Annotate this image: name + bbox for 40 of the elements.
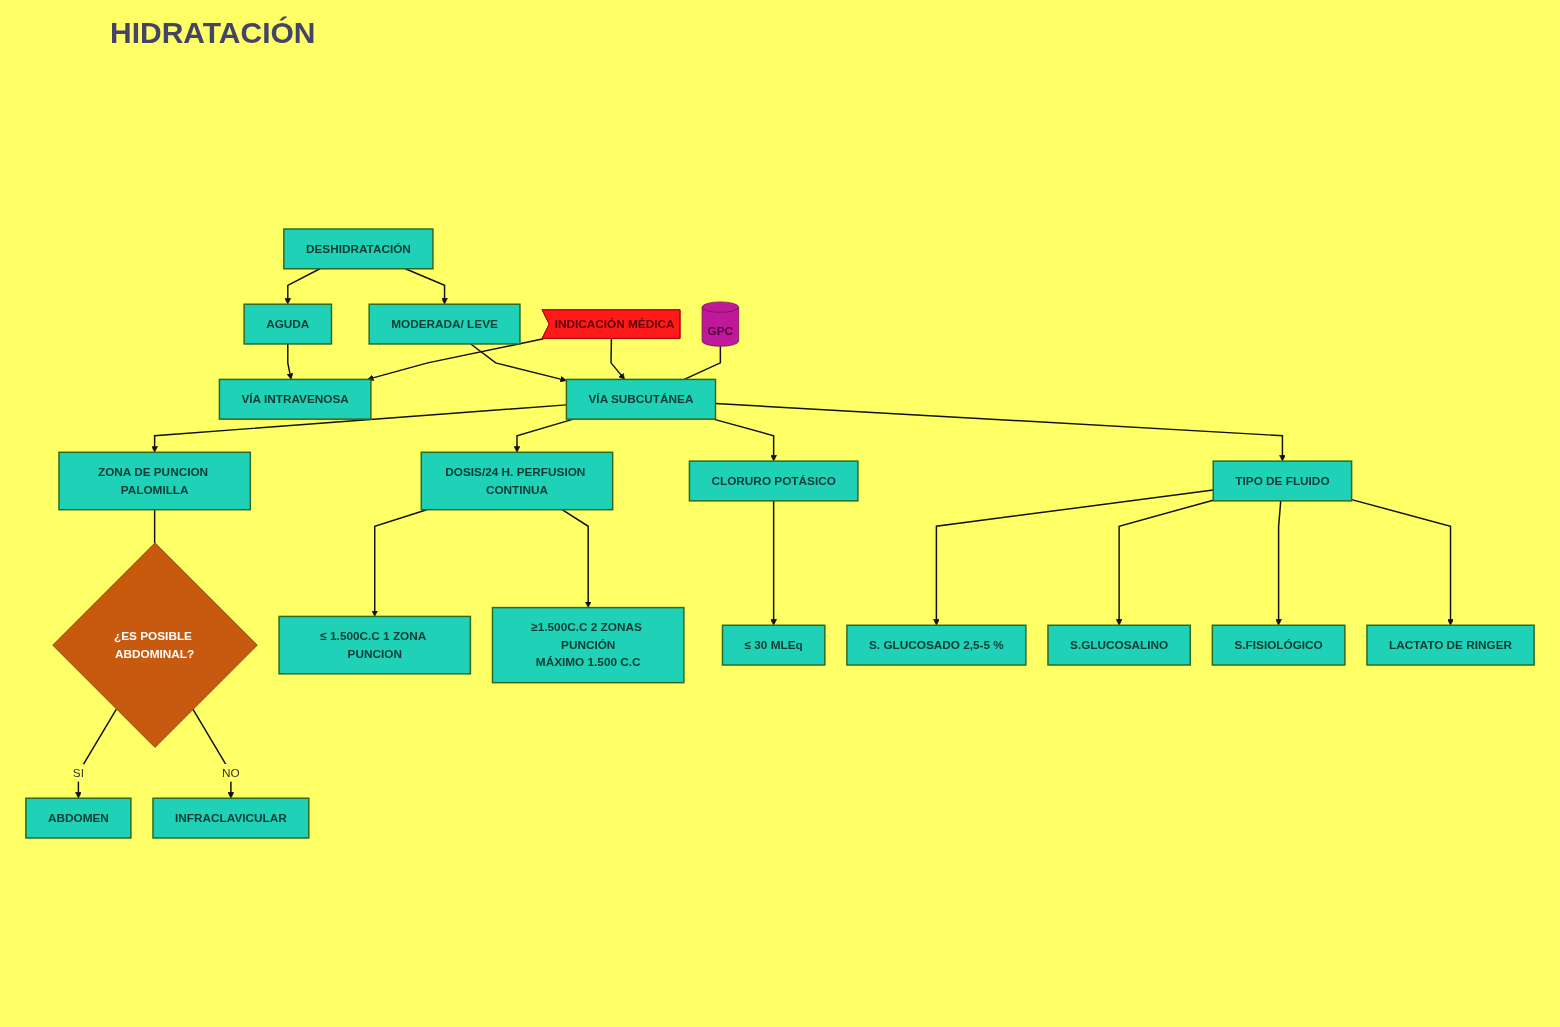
- node-box: ZONA DE PUNCION PALOMILLA: [58, 451, 252, 511]
- diagram-title: HIDRATACIÓN: [110, 16, 317, 50]
- arrow: [284, 268, 321, 305]
- node-box: AGUDA: [243, 303, 333, 345]
- arrow: [714, 402, 1286, 462]
- connector: [683, 345, 722, 381]
- arrow: [286, 343, 294, 380]
- arrow: [1275, 500, 1282, 626]
- arrow: [770, 500, 777, 626]
- node-box: ≤ 30 MLEq: [721, 624, 826, 666]
- arrow: [610, 338, 625, 380]
- arrow: [1350, 498, 1454, 626]
- arrow: [192, 708, 235, 799]
- node-box: CLORURO POTÁSICO: [688, 460, 859, 502]
- arrow: [371, 508, 428, 617]
- node-box: DOSIS/24 H. PERFUSION CONTINUA: [420, 451, 614, 511]
- arrow: [367, 338, 545, 381]
- node-box: MODERADA/ LEVE: [368, 303, 521, 345]
- node-box: INFRACLAVICULAR: [152, 797, 310, 839]
- node-box: VÍA SUBCUTÁNEA: [565, 378, 717, 420]
- node-box: ABDOMEN: [25, 797, 132, 839]
- node-box: TIPO DE FLUIDO: [1212, 460, 1353, 502]
- node-box: S.FISIOLÓGICO: [1211, 624, 1346, 666]
- arrow: [470, 343, 567, 383]
- edge-label: SI: [72, 766, 84, 779]
- node-box: DESHIDRATACIÓN: [283, 228, 434, 270]
- arrow: [75, 708, 118, 799]
- node-box: VÍA INTRAVENOSA: [218, 378, 372, 420]
- node-diamond: ¿ES POSIBLE ABDOMINAL?: [52, 542, 258, 748]
- connector: [153, 508, 156, 544]
- edge-label: NO: [222, 766, 240, 779]
- arrow: [561, 508, 592, 608]
- node-box: ≥1.500C.C 2 ZONAS PUNCIÓN MÁXIMO 1.500 C.C: [491, 606, 685, 684]
- node-box: S.GLUCOSALINO: [1047, 624, 1191, 666]
- arrow: [933, 489, 1214, 626]
- node-box: ≤ 1.500C.C 1 ZONA PUNCION: [278, 615, 472, 675]
- node-box: LACTATO DE RINGER: [1366, 624, 1535, 666]
- node-box: S. GLUCOSADO 2,5-5 %: [846, 624, 1027, 666]
- arrow: [1115, 499, 1214, 626]
- arrow: [712, 418, 777, 462]
